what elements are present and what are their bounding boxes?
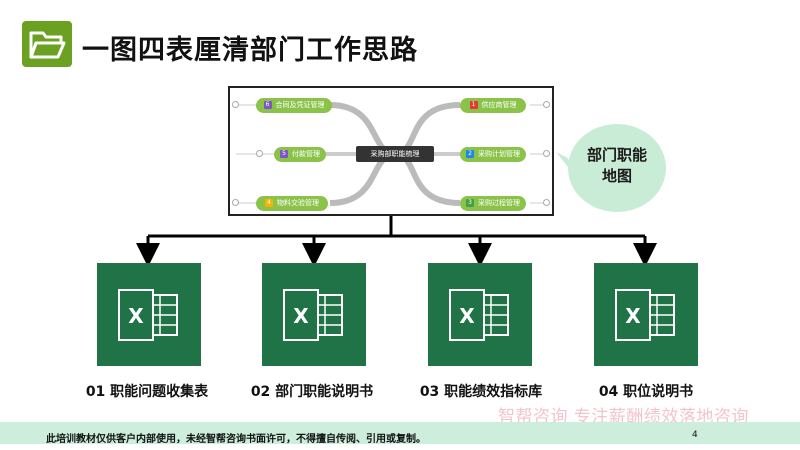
speech-bubble-shape — [556, 124, 666, 212]
document-label: 01 职能问题收集表 — [85, 384, 209, 400]
bubble-text: 部门职能地图 — [586, 146, 647, 185]
page-number: 4 — [692, 430, 698, 440]
node-number: 2 — [466, 150, 474, 158]
node-label: 合同及凭证管理 — [275, 101, 325, 109]
mindmap-dot — [543, 150, 550, 157]
node-label: 付款管理 — [292, 150, 320, 158]
node-label: 采购计划管理 — [478, 150, 520, 158]
mindmap-node: 2 采购计划管理 — [460, 147, 526, 162]
mindmap-center-node: 采购部职能梳理 — [356, 146, 434, 162]
svg-text:X: X — [293, 304, 309, 328]
mindmap-node: 5 付款管理 — [274, 147, 326, 162]
document-label: 02 部门职能说明书 — [250, 384, 374, 400]
node-label: 采购过程管理 — [478, 199, 520, 207]
page-title: 一图四表厘清部门工作思路 — [82, 35, 418, 66]
node-number: 5 — [280, 150, 288, 158]
node-number: 1 — [469, 101, 478, 109]
excel-icon[interactable]: X — [594, 263, 698, 366]
node-label: 物料交验管理 — [277, 199, 319, 207]
footer-bar — [0, 422, 800, 444]
excel-icon[interactable]: X — [262, 263, 366, 366]
svg-text:X: X — [459, 304, 475, 328]
mindmap-dot — [232, 101, 239, 108]
document-label: 03 职能绩效指标库 — [419, 384, 543, 400]
mindmap-node: 3 采购过程管理 — [460, 196, 526, 211]
excel-icon[interactable]: X — [428, 263, 532, 366]
document-label: 04 职位说明书 — [598, 384, 694, 400]
svg-text:X: X — [625, 304, 641, 328]
node-label: 供应商管理 — [481, 101, 517, 109]
mindmap-dot — [232, 199, 239, 206]
node-number: 3 — [466, 199, 474, 207]
node-number: 6 — [263, 101, 272, 109]
mindmap-dot — [543, 199, 550, 206]
excel-icon[interactable]: X — [97, 263, 201, 366]
folder-icon — [22, 21, 72, 67]
mindmap-dot — [256, 150, 263, 157]
mindmap-node: 4 物料交验管理 — [256, 196, 328, 211]
svg-text:X: X — [128, 304, 144, 328]
footer-notice: 此培训教材仅供客户内部使用，未经智帮咨询书面许可，不得擅自传阅、引用或复制。 — [46, 434, 426, 445]
mindmap-dot — [543, 101, 550, 108]
node-number: 4 — [265, 199, 273, 207]
